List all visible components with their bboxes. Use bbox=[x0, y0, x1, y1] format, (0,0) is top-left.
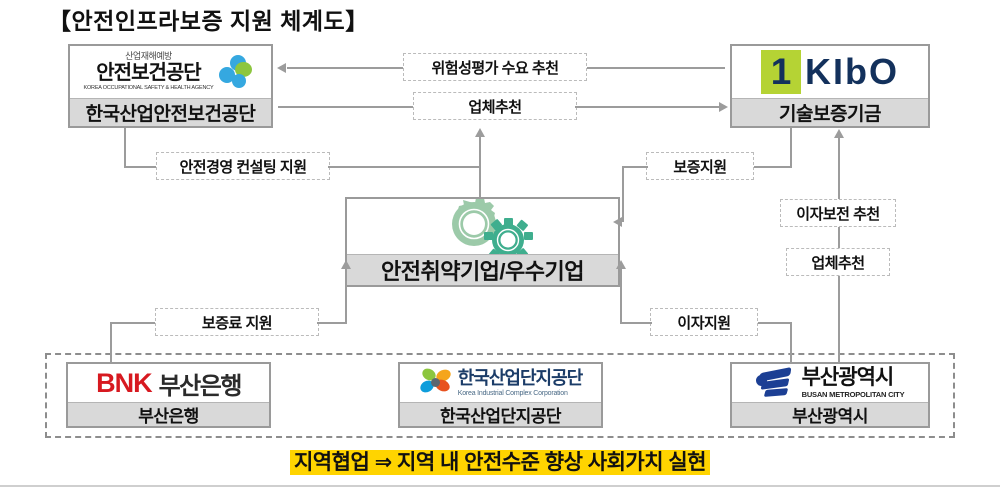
edge-line-risk-right bbox=[585, 67, 725, 69]
bnk-logo-sub: 부산은행 bbox=[158, 372, 243, 400]
edge-arrow-interest-recommend bbox=[834, 129, 844, 138]
edge-arrow-safety-consulting bbox=[475, 128, 485, 137]
edge-line-consult-h2 bbox=[328, 166, 480, 168]
edge-label-interest-subsidy-recommend: 이자보전 추천 bbox=[780, 199, 896, 227]
edge-line-interest-rec-v1 bbox=[838, 138, 840, 200]
edge-label-safety-consulting: 안전경영 컨설팅 지원 bbox=[156, 152, 330, 180]
edge-label-guarantee-fee-support: 보증료 지원 bbox=[155, 308, 319, 336]
edge-line-fee-h1 bbox=[110, 322, 156, 324]
edge-label-risk-assessment: 위험성평가 수요 추천 bbox=[403, 53, 587, 81]
edge-line-fee-v1 bbox=[110, 322, 112, 362]
edge-line-fee-v2 bbox=[345, 268, 347, 324]
edge-line-consult-v1 bbox=[124, 128, 126, 168]
node-kosha-caption: 한국산업안전보건공단 bbox=[70, 98, 271, 126]
kosha-symbol-icon bbox=[219, 55, 253, 89]
kibo-logo: 1 KIbO bbox=[732, 46, 928, 98]
center-gears-logo bbox=[347, 199, 618, 254]
edge-line-guarantee-h2 bbox=[622, 166, 648, 168]
node-bnk[interactable]: BNK 부산은행 부산은행 bbox=[66, 362, 271, 428]
outcome-banner-text: 지역협업 ⇒ 지역 내 안전수준 향상 사회가치 실현 bbox=[289, 450, 710, 475]
node-kicox[interactable]: 한국산업단지공단 Korea Industrial Complex Corpor… bbox=[398, 362, 603, 428]
kicox-logo-text: 한국산업단지공단 bbox=[457, 368, 583, 388]
edge-line-rec-right bbox=[575, 106, 720, 108]
busan-symbol-icon bbox=[755, 366, 796, 399]
edge-label-company-recommend-right: 업체추천 bbox=[786, 248, 890, 276]
node-center-caption: 안전취약기업/우수기업 bbox=[347, 254, 618, 285]
edge-arrow-guarantee-support bbox=[613, 217, 622, 227]
node-busan-city[interactable]: 부산광역시 BUSAN METROPOLITAN CITY 부산광역시 bbox=[730, 362, 930, 428]
edge-line-interest-v1 bbox=[790, 322, 792, 362]
busan-logo-sub: BUSAN METROPOLITAN CITY bbox=[801, 390, 905, 400]
edge-line-interest-rec-v2 bbox=[838, 227, 840, 249]
busan-logo-text: 부산광역시 bbox=[801, 366, 895, 390]
kicox-logo-sub: Korea Industrial Complex Corporation bbox=[457, 390, 568, 397]
outcome-banner: 지역협업 ⇒ 지역 내 안전수준 향상 사회가치 실현 bbox=[0, 446, 1000, 476]
edge-line-consult-h1 bbox=[124, 166, 162, 168]
edge-arrow-risk bbox=[277, 63, 286, 73]
node-busan-caption: 부산광역시 bbox=[732, 402, 928, 426]
node-kibo[interactable]: 1 KIbO 기술보증기금 bbox=[730, 44, 930, 128]
busan-logo: 부산광역시 BUSAN METROPOLITAN CITY bbox=[732, 364, 928, 402]
kosha-logo: 산업재해예방 안전보건공단 KOREA OCCUPATIONAL SAFETY … bbox=[70, 46, 271, 98]
edge-line-fee-h2 bbox=[317, 322, 347, 324]
edge-line-consult-v2 bbox=[479, 136, 481, 198]
node-kicox-caption: 한국산업단지공단 bbox=[400, 402, 601, 426]
edge-line-rec-left bbox=[278, 106, 415, 108]
edge-line-interest-rec-v3 bbox=[838, 276, 840, 362]
kibo-logo-text: KIbO bbox=[805, 51, 899, 92]
edge-arrow-guarantee-fee bbox=[341, 260, 351, 269]
edge-label-guarantee-support: 보증지원 bbox=[646, 152, 754, 180]
edge-line-interest-h1 bbox=[756, 322, 792, 324]
kibo-logo-mark: 1 bbox=[761, 50, 801, 94]
edge-line-guarantee-v1 bbox=[790, 128, 792, 168]
kosha-logo-line1: 산업재해예방 bbox=[125, 51, 172, 62]
kicox-logo: 한국산업단지공단 Korea Industrial Complex Corpor… bbox=[400, 364, 601, 402]
page-title: 【안전인프라보증 지원 체계도】 bbox=[48, 8, 369, 34]
edge-line-interest-v2 bbox=[620, 268, 622, 324]
edge-arrow-interest-support bbox=[616, 260, 626, 269]
edge-label-company-recommend-top: 업체추천 bbox=[413, 92, 577, 120]
edge-line-guarantee-v2 bbox=[622, 166, 624, 222]
node-kosha[interactable]: 산업재해예방 안전보건공단 KOREA OCCUPATIONAL SAFETY … bbox=[68, 44, 273, 128]
edge-arrow-company-recommend-top bbox=[719, 102, 728, 112]
bottom-divider bbox=[0, 485, 1000, 487]
edge-line-guarantee-h1 bbox=[752, 166, 792, 168]
bnk-logo: BNK 부산은행 bbox=[68, 364, 269, 402]
kosha-logo-line3: KOREA OCCUPATIONAL SAFETY & HEALTH AGENC… bbox=[83, 85, 214, 92]
edge-line-risk-left bbox=[287, 67, 405, 69]
edge-label-interest-support: 이자지원 bbox=[650, 308, 758, 336]
kosha-logo-line2: 안전보건공단 bbox=[96, 62, 201, 85]
node-kibo-caption: 기술보증기금 bbox=[732, 98, 928, 126]
gears-icon bbox=[428, 199, 538, 254]
edge-line-interest-h2 bbox=[620, 322, 652, 324]
bnk-logo-text: BNK bbox=[96, 367, 152, 398]
node-bnk-caption: 부산은행 bbox=[68, 402, 269, 426]
node-center-companies[interactable]: 안전취약기업/우수기업 bbox=[345, 197, 620, 287]
local-partners-group bbox=[45, 353, 955, 438]
kicox-symbol-icon bbox=[417, 366, 453, 398]
